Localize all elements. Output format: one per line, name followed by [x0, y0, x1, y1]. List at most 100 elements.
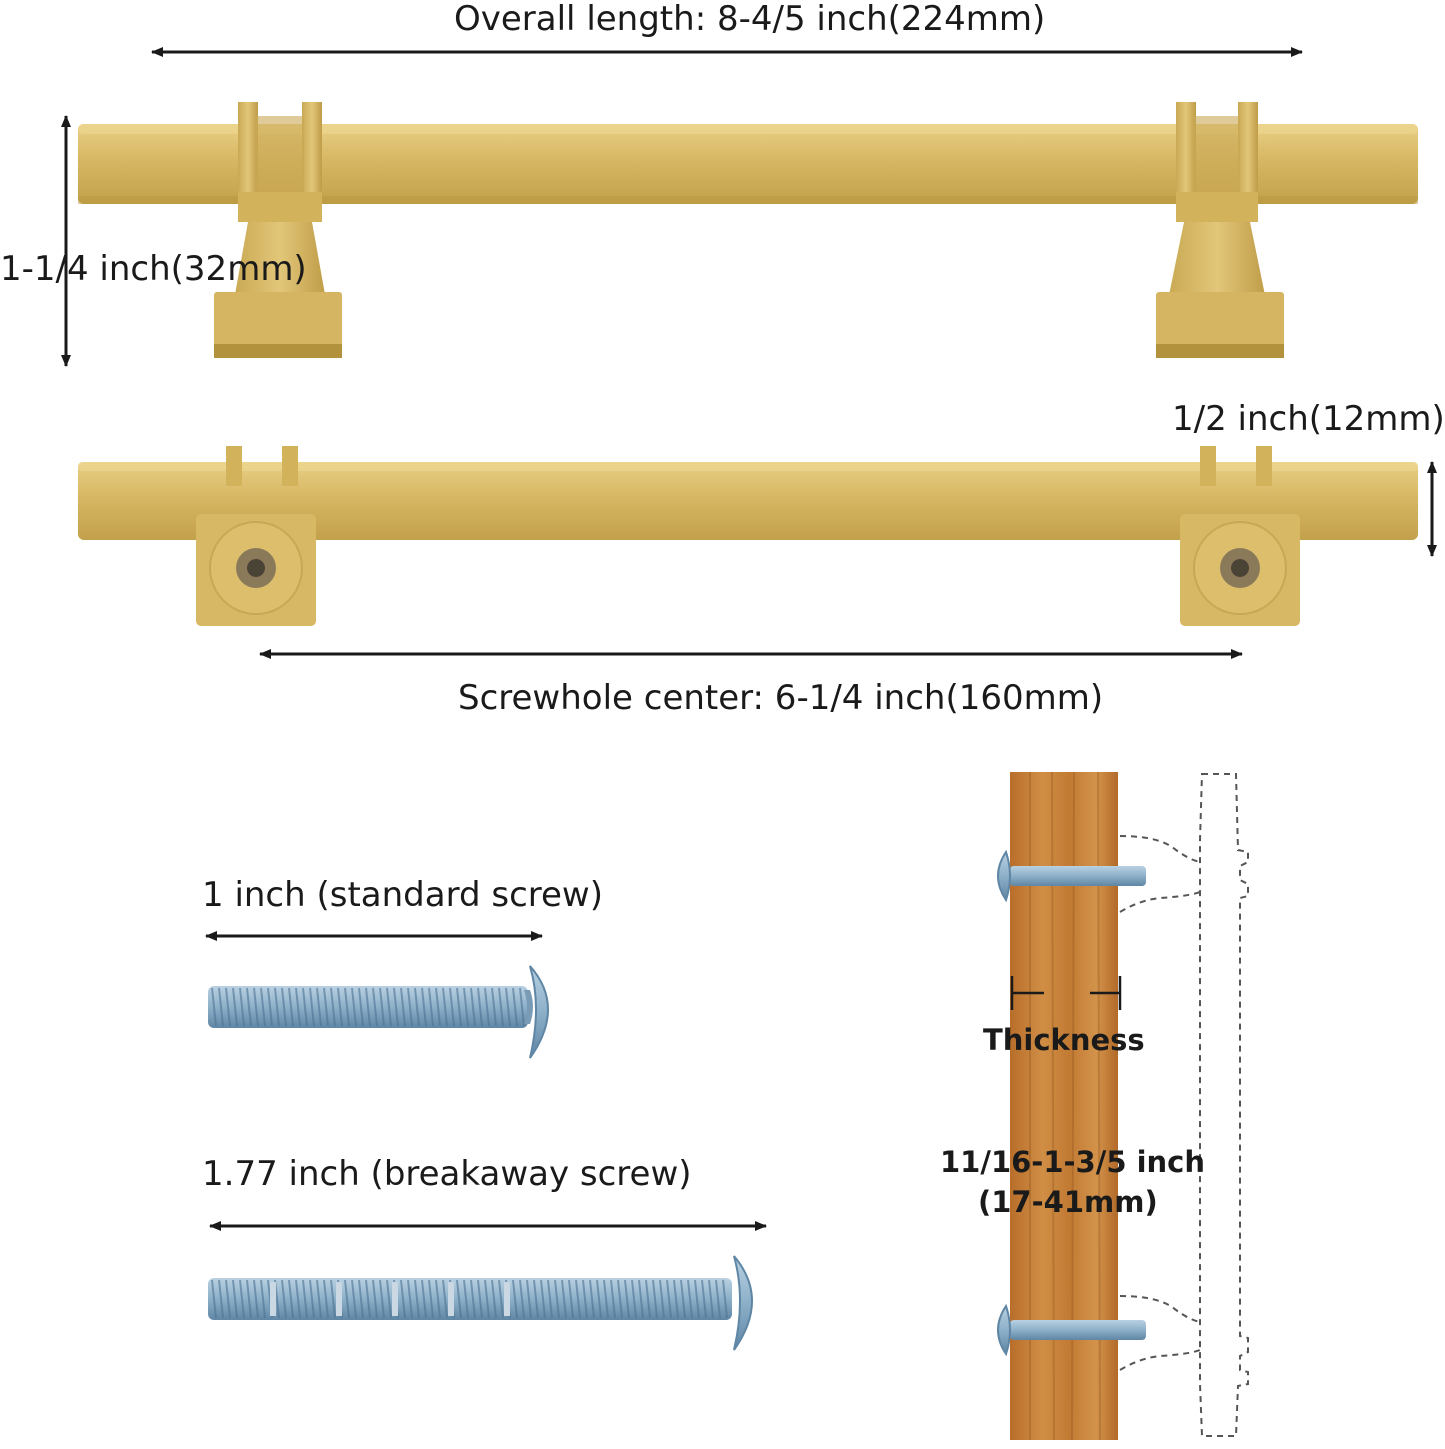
thread-line: [400, 1279, 406, 1319]
thread-line: [470, 987, 476, 1027]
thread-line: [274, 987, 280, 1027]
thread-line: [295, 987, 301, 1027]
thread-line: [477, 1279, 483, 1319]
thread-line: [442, 987, 448, 1027]
thickness-range-mm: (17-41mm): [978, 1185, 1158, 1219]
thread-line: [582, 1279, 588, 1319]
thread-line: [239, 987, 245, 1027]
thread-line: [407, 987, 413, 1027]
thread-line: [421, 1279, 427, 1319]
thread-line: [358, 1279, 364, 1319]
thread-line: [701, 1279, 707, 1319]
thread-line: [330, 987, 336, 1027]
thread-line: [414, 987, 420, 1027]
thread-line: [246, 987, 252, 1027]
thread-line: [645, 1279, 651, 1319]
thread-line: [498, 1279, 504, 1319]
thread-line: [491, 987, 497, 1027]
thread-line: [302, 987, 308, 1027]
thread-line: [400, 987, 406, 1027]
thickness-marker: [1010, 976, 1122, 1010]
thread-line: [687, 1279, 693, 1319]
thread-line: [505, 987, 511, 1027]
thread-line: [631, 1279, 637, 1319]
thread-line: [253, 1279, 259, 1319]
thread-line: [456, 1279, 462, 1319]
thread-line: [309, 1279, 315, 1319]
thread-line: [519, 987, 525, 1027]
thread-line: [260, 987, 266, 1027]
standard-screw-label: 1 inch (standard screw): [202, 875, 603, 915]
thread-line: [708, 1279, 714, 1319]
handle-back-view: [78, 446, 1418, 626]
thread-line: [498, 987, 504, 1027]
thread-line: [358, 987, 364, 1027]
left-post: [214, 102, 342, 358]
thread-line: [253, 987, 259, 1027]
standard-screw: [208, 965, 549, 1059]
door-screw-bottom: [997, 1303, 1146, 1357]
thread-line: [512, 987, 518, 1027]
thread-line: [680, 1279, 686, 1319]
thread-line: [694, 1279, 700, 1319]
right-mount: [1180, 446, 1300, 626]
overall-length-label: Overall length: 8-4/5 inch(224mm): [454, 0, 1046, 39]
thread-line: [435, 987, 441, 1027]
thread-line: [484, 1279, 490, 1319]
thread-line: [330, 1279, 336, 1319]
thread-line: [624, 1279, 630, 1319]
thread-line: [519, 1279, 525, 1319]
thread-line: [379, 1279, 385, 1319]
thread-line: [449, 987, 455, 1027]
thread-line: [225, 987, 231, 1027]
thread-line: [288, 987, 294, 1027]
thread-line: [316, 987, 322, 1027]
thread-line: [232, 987, 238, 1027]
thread-line: [421, 987, 427, 1027]
thread-line: [575, 1279, 581, 1319]
thread-line: [351, 1279, 357, 1319]
handle-side-view: [78, 102, 1418, 358]
thread-line: [267, 987, 273, 1027]
left-mount: [196, 446, 316, 626]
thread-line: [302, 1279, 308, 1319]
diameter-label: 1/2 inch(12mm): [1172, 399, 1445, 439]
thread-line: [589, 1279, 595, 1319]
thread-line: [218, 987, 224, 1027]
thread-line: [673, 1279, 679, 1319]
handle-outline-dashed: [1119, 773, 1249, 1437]
thread-line: [323, 1279, 329, 1319]
thread-line: [365, 987, 371, 1027]
thread-line: [652, 1279, 658, 1319]
thread-line: [470, 1279, 476, 1319]
thread-line: [372, 1279, 378, 1319]
thread-line: [414, 1279, 420, 1319]
thickness-range-inch: 11/16-1-3/5 inch: [940, 1145, 1206, 1179]
thread-line: [491, 1279, 497, 1319]
thread-line: [568, 1279, 574, 1319]
thread-line: [428, 987, 434, 1027]
thickness-label: Thickness: [983, 1023, 1145, 1057]
thread-line: [463, 1279, 469, 1319]
thread-line: [316, 1279, 322, 1319]
thread-line: [211, 1279, 217, 1319]
thread-line: [722, 1279, 728, 1319]
thread-line: [540, 1279, 546, 1319]
thread-line: [638, 1279, 644, 1319]
thread-line: [428, 1279, 434, 1319]
thread-line: [211, 987, 217, 1027]
thread-line: [260, 1279, 266, 1319]
thread-line: [372, 987, 378, 1027]
thread-line: [225, 1279, 231, 1319]
thread-line: [603, 1279, 609, 1319]
thread-line: [554, 1279, 560, 1319]
breakaway-screw-label: 1.77 inch (breakaway screw): [202, 1154, 692, 1194]
thread-line: [323, 987, 329, 1027]
thread-line: [281, 987, 287, 1027]
thread-line: [407, 1279, 413, 1319]
thread-line: [533, 1279, 539, 1319]
thread-line: [365, 1279, 371, 1319]
thread-line: [393, 987, 399, 1027]
